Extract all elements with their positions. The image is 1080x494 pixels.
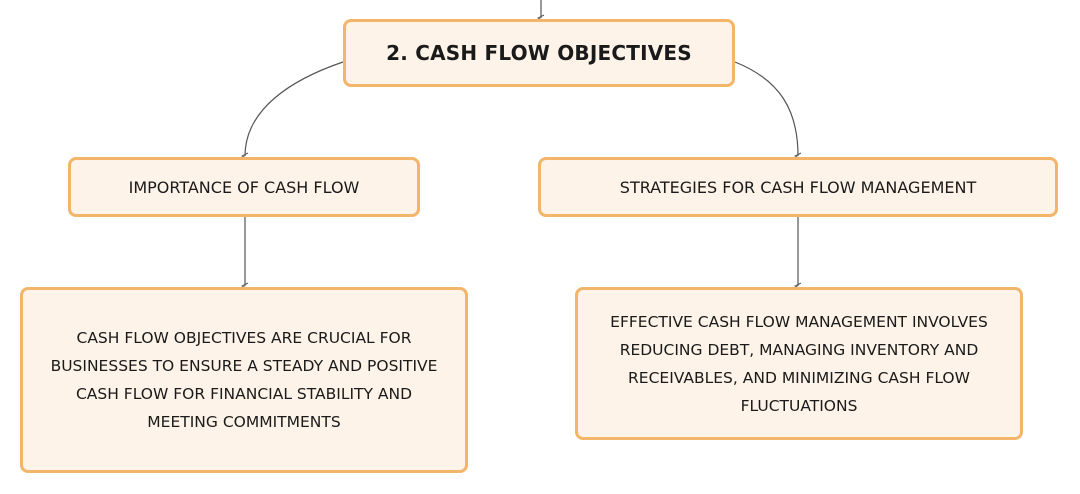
branch-node-label: IMPORTANCE OF CASH FLOW: [128, 177, 360, 197]
root-node-cash-flow-objectives[interactable]: 2. CASH FLOW OBJECTIVES: [343, 19, 735, 87]
root-node-label: 2. CASH FLOW OBJECTIVES: [386, 41, 692, 65]
branch-node-strategies-for-cash-flow-management[interactable]: STRATEGIES FOR CASH FLOW MANAGEMENT: [538, 157, 1058, 217]
detail-node-text: CASH FLOW OBJECTIVES ARE CRUCIAL FOR BUS…: [50, 329, 438, 431]
detail-node-text: EFFECTIVE CASH FLOW MANAGEMENT INVOLVES …: [610, 312, 988, 415]
branch-node-importance-of-cash-flow[interactable]: IMPORTANCE OF CASH FLOW: [68, 157, 420, 217]
detail-node-importance-of-cash-flow[interactable]: CASH FLOW OBJECTIVES ARE CRUCIAL FOR BUS…: [20, 287, 468, 473]
detail-node-strategies-for-cash-flow-management[interactable]: EFFECTIVE CASH FLOW MANAGEMENT INVOLVES …: [575, 287, 1023, 440]
connector-root-to-importance: [245, 61, 344, 156]
connector-root-to-strategies: [734, 61, 798, 156]
branch-node-label: STRATEGIES FOR CASH FLOW MANAGEMENT: [619, 177, 977, 197]
